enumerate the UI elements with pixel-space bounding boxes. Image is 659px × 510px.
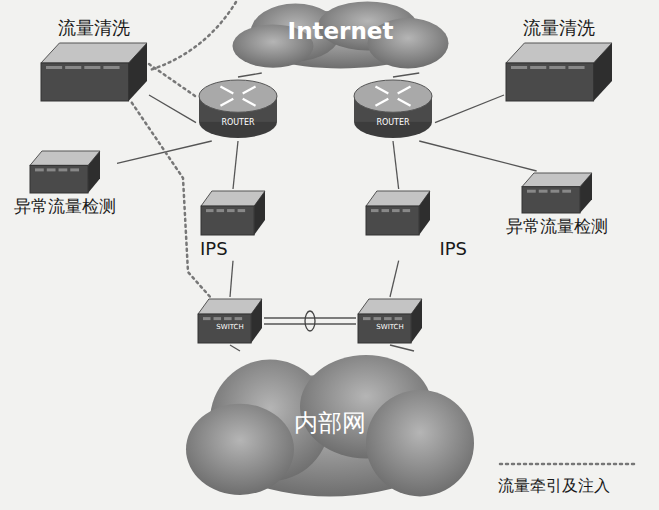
cleaning-device: 流量清洗	[505, 18, 613, 102]
ips-device-icon	[200, 190, 266, 236]
link-line	[238, 73, 262, 77]
link-line	[230, 345, 240, 351]
anomaly-detector-icon	[29, 150, 101, 194]
traffic-diversion-line	[132, 103, 210, 297]
link-line	[393, 73, 419, 77]
switch-icon	[197, 298, 263, 344]
node-label: Internet	[288, 18, 394, 44]
link-line	[419, 141, 536, 171]
legend-label: 流量牵引及注入	[498, 477, 640, 495]
node-label: IPS	[439, 239, 467, 260]
link-line	[390, 345, 414, 351]
link-line	[233, 141, 238, 189]
node-label: IPS	[200, 239, 228, 260]
node-label: SWITCH	[216, 323, 243, 331]
link-line	[390, 261, 399, 297]
node-label: ROUTER	[221, 118, 254, 127]
cleaning-device: 流量清洗	[40, 18, 148, 102]
link-line	[393, 141, 399, 189]
legend-entry: 流量牵引及注入	[498, 452, 640, 495]
cleaning-device-icon	[505, 42, 613, 102]
router: ROUTER	[352, 78, 434, 140]
node-label: 内部网	[294, 410, 366, 438]
switch-icon	[357, 298, 423, 344]
node-label: 流量清洗	[523, 18, 595, 39]
anomaly-detector: 异常流量检测	[14, 150, 116, 217]
link-line	[149, 95, 196, 123]
node-label: 流量清洗	[58, 18, 130, 39]
anomaly-detector: 异常流量检测	[506, 172, 608, 237]
switch: SWITCH	[357, 298, 423, 344]
node-label: 异常流量检测	[14, 197, 116, 217]
ips-device: IPS	[200, 190, 266, 260]
link-line	[230, 261, 233, 297]
link-line	[435, 95, 504, 123]
traffic-diversion-line	[149, 64, 196, 97]
internet-cloud: Internet	[228, 0, 453, 72]
ips-device: IPS	[365, 190, 467, 260]
node-label: 异常流量检测	[506, 217, 608, 237]
node-label: SWITCH	[376, 323, 403, 331]
anomaly-detector-icon	[521, 172, 593, 214]
router-icon	[197, 78, 279, 140]
switch: SWITCH	[197, 298, 263, 344]
link-line	[264, 311, 356, 331]
cleaning-device-icon	[40, 42, 148, 102]
legend-sample	[498, 461, 640, 467]
node-label: ROUTER	[376, 118, 409, 127]
ips-device-icon	[365, 190, 431, 236]
router-icon	[352, 78, 434, 140]
router: ROUTER	[197, 78, 279, 140]
injection-path	[150, 2, 236, 70]
intranet-cloud: 内部网	[180, 352, 480, 504]
